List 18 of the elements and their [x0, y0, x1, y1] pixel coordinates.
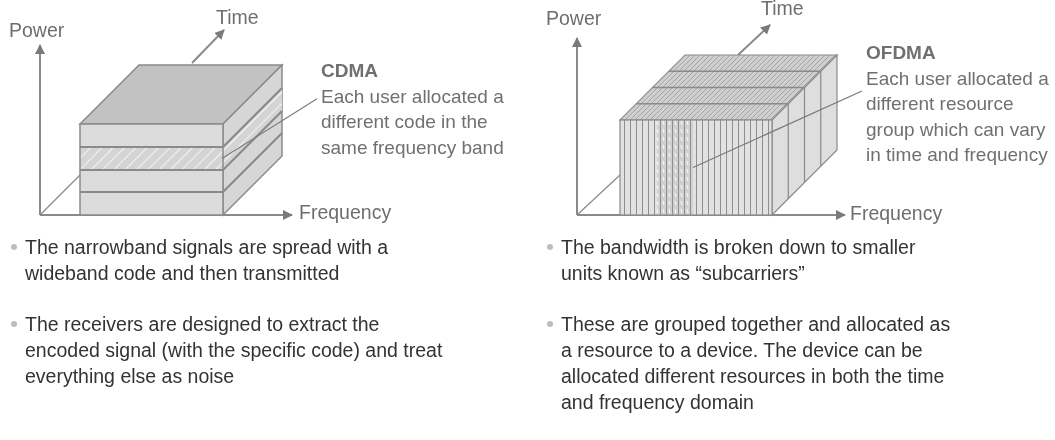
- leader-line: [221, 98, 318, 160]
- axis-label: Time: [761, 0, 804, 19]
- hatched-subcarrier-group: [657, 121, 693, 214]
- annotation-heading: CDMA: [321, 59, 379, 83]
- hatched-code-band: [81, 148, 222, 169]
- bullet-text: The bandwidth is broken down to smaller units known as “subcarriers”: [561, 235, 916, 286]
- bullet-text: The receivers are designed to extract the encoded signal (with the specific code) and treat everything else as noise: [25, 312, 444, 389]
- axis-label: Frequency: [299, 201, 392, 223]
- leader-line: [692, 90, 863, 169]
- annotation-text: Each user allocated a different resource group which can vary in time and frequency: [866, 66, 1050, 167]
- axis-label: Frequency: [850, 202, 943, 224]
- annotation-heading: OFDMA: [866, 41, 937, 65]
- annotation-text: Each user allocated a different code in the same frequency band: [321, 84, 505, 160]
- axis-label: Power: [9, 19, 65, 41]
- axis-label: Power: [546, 7, 602, 29]
- bullet-text: The narrowband signals are spread with a wideband code and then transmitted: [25, 235, 390, 286]
- axis-label: Time: [216, 6, 259, 28]
- bullet-text: These are grouped together and allocated as a resource to a device. The device can be allocated different resources in both the time and frequency domain: [561, 312, 951, 415]
